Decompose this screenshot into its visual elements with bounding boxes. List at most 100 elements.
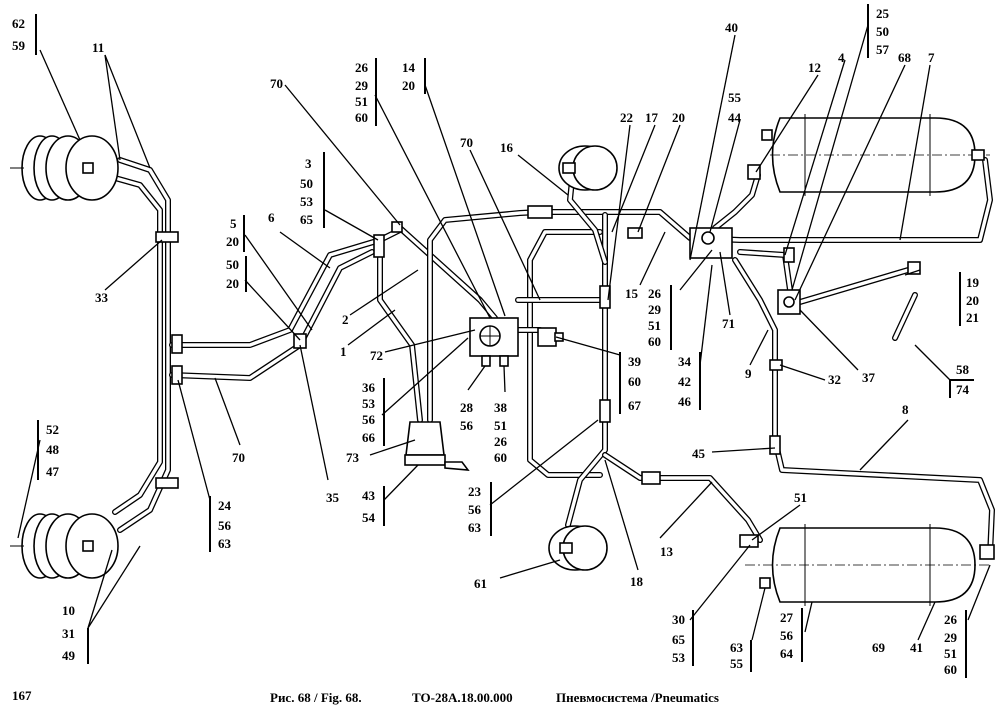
callout-37: 37 (862, 370, 876, 385)
brake-chamber-lower-center (548, 525, 608, 571)
callout-41: 41 (910, 640, 923, 655)
callout-26-a: 26 (355, 60, 369, 75)
callout-56-e: 56 (780, 628, 794, 643)
air-tank-upper (761, 114, 990, 196)
callout-32: 32 (828, 372, 841, 387)
callout-50-b: 50 (300, 176, 313, 191)
callout-53-a: 53 (300, 194, 314, 209)
callout-26-c: 26 (494, 434, 508, 449)
callout-39: 39 (628, 354, 642, 369)
callout-5: 5 (230, 216, 237, 231)
callout-12: 12 (808, 60, 821, 75)
callout-8: 8 (902, 402, 909, 417)
drain-valve-73 (404, 421, 470, 471)
callout-43: 43 (362, 488, 376, 503)
callout-33: 33 (95, 290, 109, 305)
callout-65-a: 65 (300, 212, 314, 227)
callout-49: 49 (62, 648, 76, 663)
callout-53-b: 53 (362, 396, 376, 411)
document-code: ТО-28А.18.00.000 (412, 690, 513, 705)
callout-1: 1 (340, 344, 347, 359)
callout-18: 18 (630, 574, 644, 589)
callout-60-c: 60 (628, 374, 641, 389)
callout-51-c: 51 (494, 418, 507, 433)
callout-64: 64 (780, 646, 794, 661)
callout-14: 14 (402, 60, 416, 75)
callout-20-a: 20 (226, 234, 239, 249)
callout-27: 27 (780, 610, 794, 625)
callout-66: 66 (362, 430, 376, 445)
callout-63-b: 63 (468, 520, 482, 535)
callout-68: 68 (898, 50, 912, 65)
callout-60-d: 60 (494, 450, 507, 465)
brake-valve-block (469, 317, 519, 367)
callout-16: 16 (500, 140, 514, 155)
callout-69: 69 (872, 640, 886, 655)
callout-35: 35 (326, 490, 340, 505)
callout-38: 38 (494, 400, 508, 415)
callout-48: 48 (46, 442, 60, 457)
callout-31: 31 (62, 626, 75, 641)
callout-65-b: 65 (672, 632, 686, 647)
leader-lines (17, 24, 991, 641)
callout-22: 22 (620, 110, 633, 125)
callout-42: 42 (678, 374, 691, 389)
callout-6: 6 (268, 210, 275, 225)
callout-73: 73 (346, 450, 360, 465)
callout-52: 52 (46, 422, 59, 437)
figure-title: Пневмосистема /Pneumatics (556, 690, 719, 705)
callout-59: 59 (12, 38, 26, 53)
callout-19: 19 (966, 275, 980, 290)
callout-51-e: 51 (944, 646, 957, 661)
callout-47: 47 (46, 464, 60, 479)
callout-24: 24 (218, 498, 232, 513)
callout-51-a: 51 (355, 94, 368, 109)
air-tank-lower (745, 524, 990, 606)
callout-30: 30 (672, 612, 685, 627)
valve-37 (777, 289, 801, 315)
page-number: 167 (12, 688, 32, 703)
brake-chamber-upper-center (558, 145, 618, 191)
callout-60-b: 60 (648, 334, 661, 349)
brake-chamber-top-left (10, 135, 119, 201)
callout-23: 23 (468, 484, 482, 499)
callout-20-b: 20 (226, 276, 239, 291)
callout-72: 72 (370, 348, 383, 363)
callout-45: 45 (692, 446, 706, 461)
callout-29-b: 29 (648, 302, 662, 317)
callout-10: 10 (62, 603, 75, 618)
callout-labels: 62 59 11 33 5 20 6 50 20 3 50 53 65 70 2… (12, 4, 980, 678)
figure-number: Рис. 68 / Fig. 68. (270, 690, 362, 705)
callout-15: 15 (625, 286, 639, 301)
footer: 167 Рис. 68 / Fig. 68. ТО-28А.18.00.000 … (12, 688, 719, 705)
callout-29-a: 29 (355, 78, 369, 93)
callout-2: 2 (342, 312, 349, 327)
callout-53-c: 53 (672, 650, 686, 665)
callout-26-b: 26 (648, 286, 662, 301)
callout-36: 36 (362, 380, 376, 395)
callout-56-b: 56 (460, 418, 474, 433)
callout-28: 28 (460, 400, 474, 415)
valve-71 (689, 227, 733, 259)
callout-56-a: 56 (362, 412, 376, 427)
callout-9: 9 (745, 366, 752, 381)
callout-17: 17 (645, 110, 659, 125)
callout-58: 58 (956, 362, 970, 377)
callout-61: 61 (474, 576, 487, 591)
callout-20-c: 20 (402, 78, 415, 93)
callout-54: 54 (362, 510, 376, 525)
callout-3: 3 (305, 156, 312, 171)
callout-34: 34 (678, 354, 692, 369)
callout-50-a: 50 (226, 257, 239, 272)
callout-7: 7 (928, 50, 935, 65)
callout-29-c: 29 (944, 630, 958, 645)
callout-62: 62 (12, 16, 25, 31)
callout-70-a: 70 (270, 76, 283, 91)
callout-4: 4 (838, 50, 845, 65)
callout-20-e: 20 (966, 293, 979, 308)
callout-57: 57 (876, 42, 890, 57)
callout-63-a: 63 (218, 536, 232, 551)
callout-70-b: 70 (460, 135, 473, 150)
callout-51-b: 51 (648, 318, 661, 333)
